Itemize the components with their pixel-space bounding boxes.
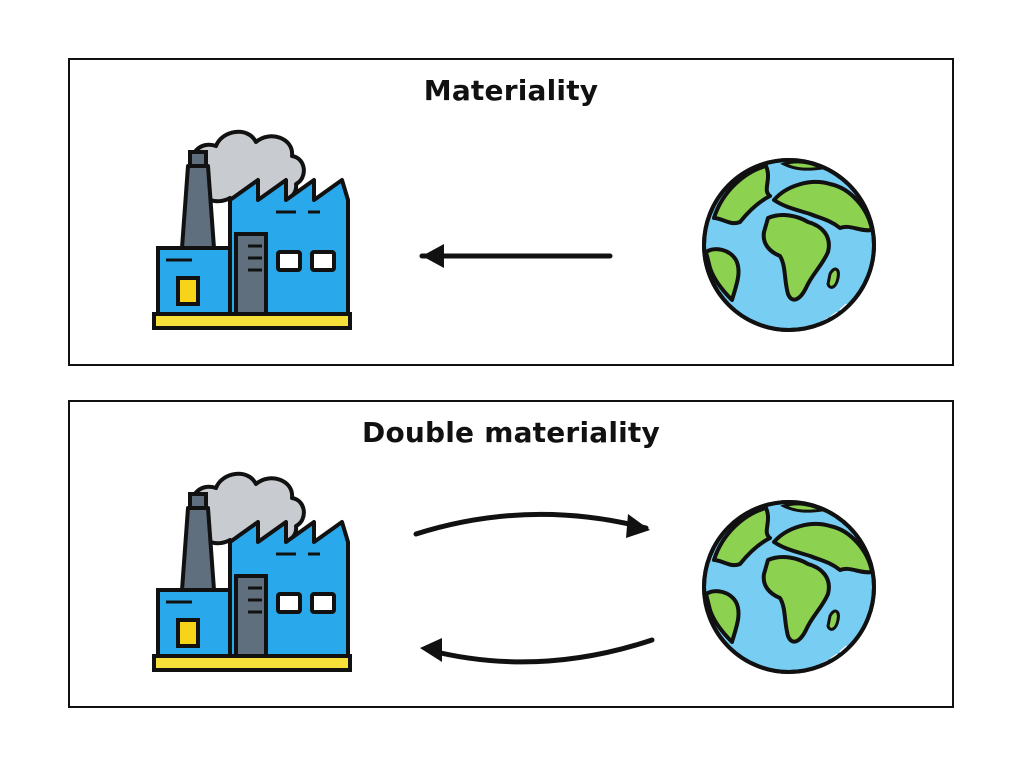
panel-title: Materiality	[423, 74, 599, 107]
materiality-panel: Materiality	[68, 58, 954, 366]
factory-icon	[152, 129, 352, 330]
double-materiality-panel: Double materiality	[68, 400, 954, 708]
globe-icon	[702, 158, 876, 332]
globe-icon	[702, 500, 876, 674]
panel-title: Double materiality	[362, 416, 660, 449]
factory-icon	[152, 471, 352, 672]
